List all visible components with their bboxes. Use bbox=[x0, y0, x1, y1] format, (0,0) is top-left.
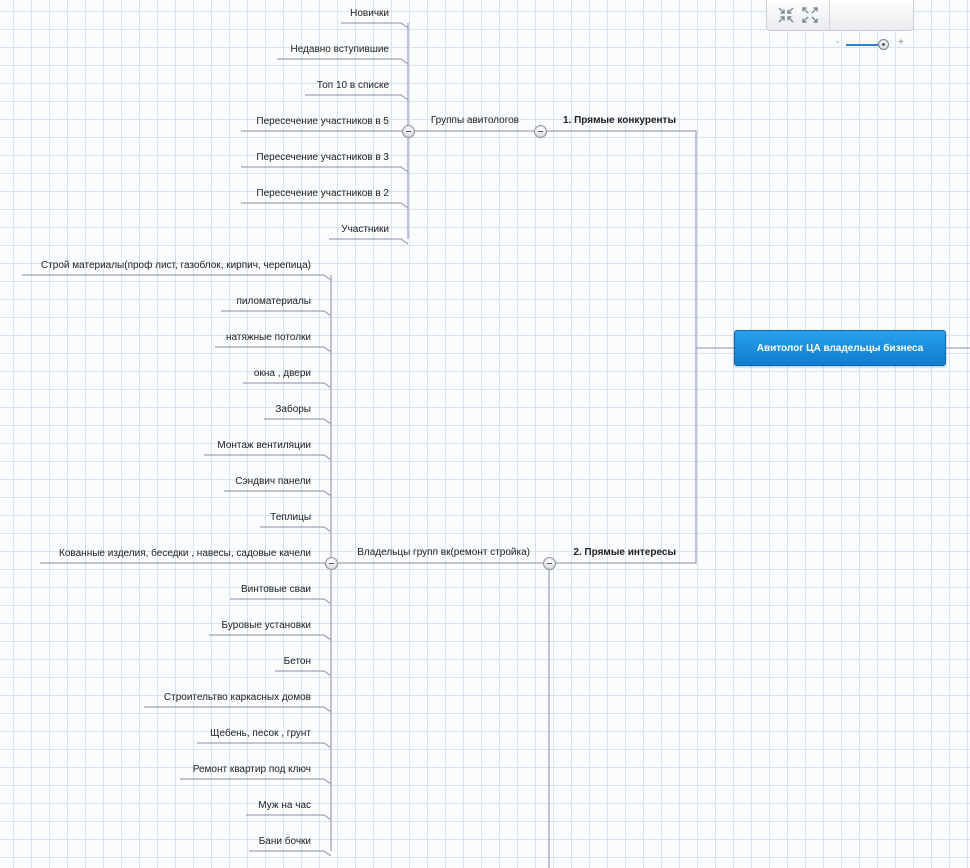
map-toolbar bbox=[766, 0, 914, 31]
subgroup-label[interactable]: Владельцы групп вк(ремонт стройка) bbox=[357, 547, 530, 558]
leaf-connector bbox=[241, 130, 409, 137]
leaf-label[interactable]: Щебень, песок , грунт bbox=[210, 728, 311, 739]
collapse-toggle[interactable] bbox=[324, 556, 338, 570]
expand-arrows-icon[interactable] bbox=[801, 6, 819, 24]
leaf-label[interactable]: Участники bbox=[341, 224, 389, 235]
leaf-connector bbox=[275, 670, 332, 677]
leaf-connector bbox=[197, 742, 332, 749]
collapse-toggle[interactable] bbox=[542, 556, 556, 570]
leaf-connector bbox=[260, 526, 332, 533]
branch-connector bbox=[549, 348, 697, 564]
collapse-toggle[interactable] bbox=[533, 124, 547, 138]
zoom-track[interactable] bbox=[846, 44, 888, 46]
leaf-label[interactable]: Буровые установки bbox=[221, 620, 311, 631]
leaf-connector bbox=[209, 634, 332, 641]
collapse-arrows-icon[interactable] bbox=[777, 6, 795, 24]
leaf-label[interactable]: Бани бочки bbox=[258, 836, 311, 847]
leaf-label[interactable]: Заборы bbox=[275, 404, 311, 415]
leaf-connector bbox=[277, 58, 409, 65]
leaf-connector bbox=[249, 850, 332, 857]
zoom-handle[interactable] bbox=[878, 39, 890, 50]
leaf-connector bbox=[305, 94, 409, 101]
leaf-connector bbox=[221, 310, 332, 317]
leaf-label[interactable]: Строительтво каркасных домов bbox=[163, 692, 311, 703]
branch-label[interactable]: 1. Прямые конкуренты bbox=[563, 115, 676, 126]
leaf-connector bbox=[243, 382, 332, 389]
leaf-label[interactable]: Кованные изделия, беседки , навесы, садо… bbox=[59, 548, 311, 559]
leaf-connector bbox=[40, 562, 332, 569]
leaf-connector bbox=[22, 274, 332, 281]
leaf-label[interactable]: натяжные потолки bbox=[226, 332, 311, 343]
zoom-slider[interactable]: - + bbox=[836, 37, 906, 52]
leaf-connector bbox=[204, 454, 332, 461]
leaf-connector bbox=[144, 706, 332, 713]
zoom-in-button[interactable]: + bbox=[898, 37, 904, 48]
leaf-connector bbox=[180, 778, 332, 785]
leaf-connector bbox=[329, 238, 409, 245]
leaf-label[interactable]: Сэндвич панели bbox=[235, 476, 311, 487]
root-node[interactable]: Авитолог ЦА владельцы бизнеса bbox=[734, 330, 946, 366]
leaf-label[interactable]: Недавно вступившие bbox=[290, 44, 389, 55]
leaf-connector bbox=[341, 22, 409, 29]
subgroup-label[interactable]: Группы авитологов bbox=[430, 115, 519, 126]
toolbar-divider bbox=[829, 0, 830, 30]
leaf-connector bbox=[241, 202, 409, 209]
leaf-label[interactable]: Пересечение участников в 5 bbox=[256, 116, 389, 127]
leaf-connector bbox=[241, 166, 409, 173]
leaf-label[interactable]: Ремонт квартир под ключ bbox=[192, 764, 311, 775]
zoom-out-button[interactable]: - bbox=[836, 37, 840, 48]
leaf-connector bbox=[246, 814, 332, 821]
leaf-label[interactable]: Винтовые сваи bbox=[241, 584, 311, 595]
leaf-label[interactable]: пиломатериалы bbox=[236, 296, 312, 307]
leaf-connector bbox=[224, 490, 332, 497]
leaf-label[interactable]: Теплицы bbox=[270, 512, 311, 523]
branch-connector bbox=[540, 130, 697, 348]
leaf-connector bbox=[230, 598, 332, 605]
leaf-label[interactable]: Монтаж вентиляции bbox=[217, 440, 311, 451]
leaf-label[interactable]: Муж на час bbox=[258, 800, 311, 811]
leaf-connector bbox=[215, 346, 332, 353]
branch-label[interactable]: 2. Прямые интересы bbox=[573, 547, 676, 558]
leaf-label[interactable]: Топ 10 в списке bbox=[316, 80, 389, 91]
leaf-connector bbox=[264, 418, 332, 425]
collapse-toggle[interactable] bbox=[401, 124, 415, 138]
leaf-label[interactable]: Бетон bbox=[283, 656, 311, 667]
leaf-label[interactable]: Пересечение участников в 2 bbox=[256, 188, 389, 199]
leaf-label[interactable]: окна , двери bbox=[253, 368, 311, 379]
leaf-label[interactable]: Строй материалы(проф лист, газоблок, кир… bbox=[40, 260, 311, 271]
leaf-label[interactable]: Пересечение участников в 3 bbox=[256, 152, 389, 163]
leaf-label[interactable]: Новички bbox=[350, 8, 389, 19]
